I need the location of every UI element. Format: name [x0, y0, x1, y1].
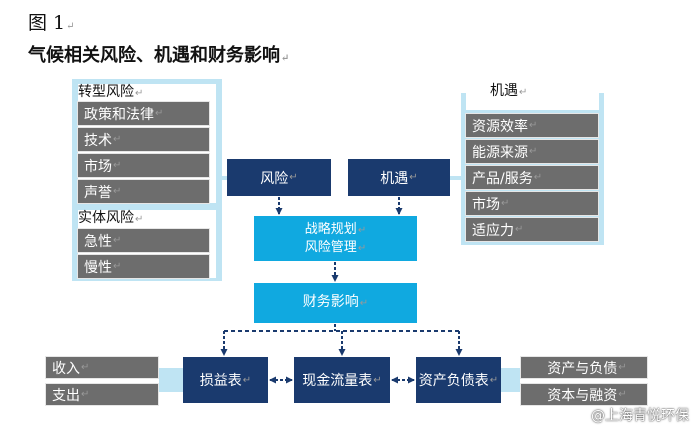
- balance-sheet-box: 资产负债表↵: [416, 357, 501, 403]
- opportunity-item: 资源效率↵: [465, 113, 599, 138]
- assets-liabilities-item: 资产与负债↵: [520, 356, 648, 379]
- opportunity-item: 产品/服务↵: [465, 165, 599, 190]
- transition-risk-title: 转型风险↵: [78, 84, 144, 100]
- opportunity-title: 机遇↵: [490, 83, 528, 99]
- opportunity-item: 能源来源↵: [465, 139, 599, 164]
- opportunity-group: [466, 82, 599, 110]
- figure-label: 图 1↵: [28, 12, 75, 34]
- diagram-title: 气候相关风险、机遇和财务影响↵: [28, 45, 290, 66]
- transition-risk-item: 声誉↵: [77, 179, 210, 204]
- opportunity-box: 机遇↵: [348, 159, 450, 196]
- transition-risk-item: 技术↵: [77, 127, 210, 152]
- financial-impact-box: 财务影响↵: [254, 283, 417, 323]
- transition-risk-item: 市场↵: [77, 153, 210, 178]
- cashflow-statement-box: 现金流量表↵: [294, 357, 390, 403]
- income-statement-box: 损益表↵: [183, 357, 268, 403]
- physical-risk-item: 慢性↵: [77, 254, 210, 279]
- physical-risk-item: 急性↵: [77, 228, 210, 253]
- risk-management-label: 风险管理↵: [304, 239, 367, 255]
- capital-financing-item: 资本与融资↵: [520, 383, 648, 406]
- strategy-risk-box: 战略规划↵ 风险管理↵: [254, 216, 417, 261]
- physical-risk-title: 实体风险↵: [78, 210, 144, 226]
- expense-item: 支出↵: [45, 383, 159, 406]
- opportunity-item: 市场↵: [465, 191, 599, 216]
- opportunity-item: 适应力↵: [465, 217, 599, 242]
- risk-box: 风险↵: [227, 159, 331, 196]
- balance-side-connector: [501, 368, 520, 392]
- watermark: @上海青悦环保: [591, 408, 689, 424]
- income-side-connector: [159, 368, 183, 392]
- income-item: 收入↵: [45, 356, 159, 379]
- transition-risk-item: 政策和法律↵: [77, 101, 210, 126]
- strategy-label: 战略规划↵: [304, 221, 367, 237]
